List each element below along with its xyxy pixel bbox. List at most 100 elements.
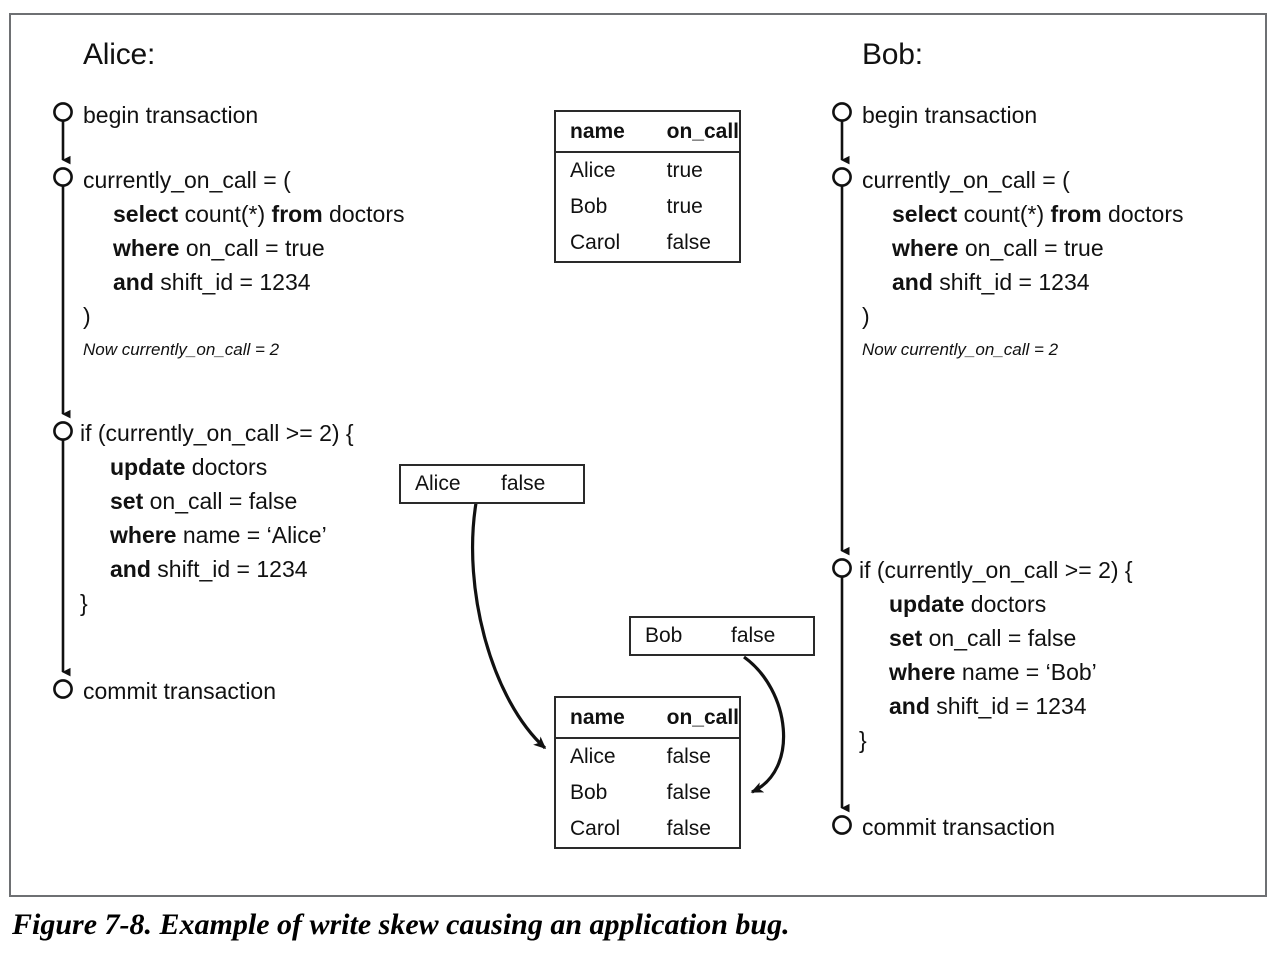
step-line: currently_on_call = ( (862, 167, 1070, 193)
column-header-on-call: on_call (652, 112, 739, 153)
step-line: where name = ‘Bob’ (859, 655, 1133, 689)
cell-on-call: true (666, 159, 703, 182)
sql-keyword: where (110, 522, 177, 548)
column-header-name: name (556, 698, 653, 739)
step-note: Now currently_on_call = 2 (83, 340, 280, 359)
step-alice-select: currently_on_call = ( select count(*) fr… (83, 163, 405, 363)
step-line: set on_call = false (859, 621, 1133, 655)
table-row: Carol false (556, 225, 739, 261)
sql-keyword: select (892, 201, 958, 227)
table-row: Alice true (556, 152, 739, 189)
db-table-after: name on_call Alice false Bob false Carol… (554, 696, 741, 849)
sql-keyword: from (1050, 201, 1102, 227)
step-line: begin transaction (83, 102, 259, 128)
step-line: select count(*) from doctors (83, 197, 405, 231)
cell-name: Carol (570, 817, 621, 840)
step-line: currently_on_call = ( (83, 167, 291, 193)
step-line: commit transaction (83, 678, 277, 704)
cell-name: Bob (570, 195, 608, 218)
table-header-row: name on_call (556, 698, 739, 739)
sql-text: on_call = false (922, 625, 1077, 651)
step-line: update doctors (80, 450, 354, 484)
sql-text: on_call = false (143, 488, 298, 514)
update-box-name: Bob (645, 624, 683, 647)
step-bob-begin: begin transaction (862, 98, 1037, 132)
sql-keyword: select (113, 201, 179, 227)
cell-name: Carol (570, 231, 621, 254)
sql-keyword: and (889, 693, 930, 719)
step-line: and shift_id = 1234 (80, 552, 354, 586)
sql-keyword: where (113, 235, 180, 261)
sql-keyword: from (271, 201, 323, 227)
step-line: ) (83, 303, 91, 329)
sql-text: doctors (185, 454, 268, 480)
actor-title-bob: Bob: (862, 38, 923, 71)
step-line: if (currently_on_call >= 2) { (859, 557, 1133, 583)
update-box-value: false (501, 472, 546, 495)
actor-title-alice: Alice: (83, 38, 156, 71)
step-line: and shift_id = 1234 (862, 265, 1184, 299)
step-line: begin transaction (862, 102, 1038, 128)
sql-text: on_call = true (958, 235, 1104, 261)
step-bob-if-update: if (currently_on_call >= 2) { update doc… (859, 553, 1133, 757)
sql-keyword: and (110, 556, 151, 582)
step-bob-select: currently_on_call = ( select count(*) fr… (862, 163, 1184, 363)
step-line: if (currently_on_call >= 2) { (80, 420, 354, 446)
sql-text: shift_id = 1234 (932, 269, 1090, 295)
sql-keyword: where (889, 659, 956, 685)
table-row: Bob true (556, 189, 739, 225)
step-alice-begin: begin transaction (83, 98, 258, 132)
cell-on-call: false (666, 231, 711, 254)
sql-text: name = ‘Bob’ (955, 659, 1097, 685)
cell-name: Alice (570, 745, 616, 768)
step-bob-commit: commit transaction (862, 810, 1055, 844)
sql-text: shift_id = 1234 (929, 693, 1087, 719)
step-line: where on_call = true (862, 231, 1184, 265)
update-box-alice: Alice false (399, 464, 585, 504)
step-line: ) (862, 303, 870, 329)
cell-name: Alice (570, 159, 616, 182)
step-line: and shift_id = 1234 (83, 265, 405, 299)
column-header-on-call: on_call (652, 698, 739, 739)
sql-text: doctors (964, 591, 1047, 617)
step-line: } (80, 590, 88, 616)
step-line: and shift_id = 1234 (859, 689, 1133, 723)
table-row: Bob false (556, 775, 739, 811)
step-line: commit transaction (862, 814, 1056, 840)
update-box-name: Alice (415, 472, 461, 495)
table-header-row: name on_call (556, 112, 739, 153)
sql-text: count(*) (178, 201, 272, 227)
cell-on-call: true (666, 195, 703, 218)
step-line: } (859, 727, 867, 753)
sql-keyword: where (892, 235, 959, 261)
cell-on-call: false (666, 781, 711, 804)
cell-on-call: false (666, 745, 711, 768)
step-line: update doctors (859, 587, 1133, 621)
step-line: set on_call = false (80, 484, 354, 518)
sql-keyword: set (889, 625, 923, 651)
update-box-value: false (731, 624, 776, 647)
table-row: Alice false (556, 738, 739, 775)
cell-name: Bob (570, 781, 608, 804)
step-line: where name = ‘Alice’ (80, 518, 354, 552)
sql-keyword: update (889, 591, 965, 617)
step-note: Now currently_on_call = 2 (862, 340, 1059, 359)
cell-on-call: false (666, 817, 711, 840)
sql-text: shift_id = 1234 (150, 556, 308, 582)
sql-text: on_call = true (179, 235, 325, 261)
sql-keyword: and (892, 269, 933, 295)
step-line: select count(*) from doctors (862, 197, 1184, 231)
sql-text: name = ‘Alice’ (176, 522, 327, 548)
table-row: Carol false (556, 811, 739, 847)
sql-text: doctors (1101, 201, 1184, 227)
sql-text: shift_id = 1234 (153, 269, 311, 295)
update-box-bob: Bob false (629, 616, 815, 656)
sql-keyword: update (110, 454, 186, 480)
sql-text: count(*) (957, 201, 1051, 227)
sql-keyword: and (113, 269, 154, 295)
db-table-before: name on_call Alice true Bob true Carol f… (554, 110, 741, 263)
figure-caption: Figure 7-8. Example of write skew causin… (12, 908, 790, 941)
column-header-name: name (556, 112, 653, 153)
sql-text: doctors (322, 201, 405, 227)
sql-keyword: set (110, 488, 144, 514)
